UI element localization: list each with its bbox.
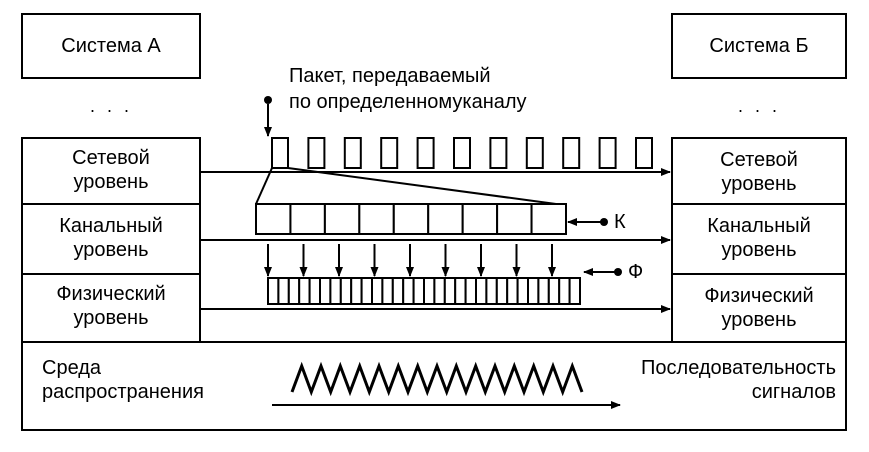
bit-cell: [547, 277, 561, 305]
bit-cell: [537, 277, 550, 305]
frame-cell: [427, 203, 464, 235]
packet-expand-left: [255, 167, 273, 205]
signal-wave: [290, 361, 584, 397]
frame-cell: [358, 203, 395, 235]
bit-cell: [423, 277, 436, 305]
packet-caption-line1: Пакет, передаваемый: [289, 65, 491, 87]
packet-cell: [562, 137, 581, 169]
bit-cell: [308, 277, 322, 305]
frame-cell: [255, 203, 292, 235]
right-datalink-line2: уровень: [721, 239, 797, 261]
left-network-line2: уровень: [73, 171, 149, 193]
medium-box: [21, 341, 847, 431]
packet-cell: [343, 137, 362, 169]
packet-cell: [525, 137, 544, 169]
packet-cell: [271, 137, 289, 169]
packet-cell: [307, 137, 326, 169]
bit-cell: [506, 277, 519, 305]
packet-cell: [416, 137, 435, 169]
left-datalink-line2: уровень: [73, 239, 149, 261]
signal-label-line1: Последовательность: [641, 357, 836, 379]
right-datalink-line1: Канальный: [707, 215, 811, 237]
packet-cell: [453, 137, 471, 169]
bit-cell: [475, 277, 488, 305]
bit-cell: [485, 277, 498, 305]
left-physical-line1: Физический: [56, 283, 166, 305]
bit-cell: [516, 277, 529, 305]
bit-cell: [464, 277, 478, 305]
packet-expand-right: [287, 167, 557, 205]
bit-cell: [267, 277, 280, 305]
packet-cell: [635, 137, 653, 169]
bit-cell: [568, 277, 581, 305]
medium-label-line1: Среда: [42, 357, 102, 379]
signal-label-line2: сигналов: [751, 381, 836, 403]
right-physical-line2: уровень: [721, 309, 797, 331]
frame-cell: [496, 203, 533, 235]
frame-cell: [461, 203, 499, 235]
k-marker-dot: [600, 218, 608, 226]
f-marker-label: Ф: [628, 261, 644, 283]
bit-cell: [402, 277, 415, 305]
left-network-line1: Сетевой: [72, 147, 150, 169]
k-marker-label: К: [614, 211, 626, 233]
system-a-title: Система А: [61, 35, 161, 57]
bit-cell: [454, 277, 467, 305]
frame-cell: [323, 203, 361, 235]
bit-cell: [381, 277, 394, 305]
bit-cell: [298, 277, 311, 305]
frame-cell: [530, 203, 567, 235]
medium-label-line2: распространения: [42, 381, 204, 403]
packet-caption-line2: по определенномуканалу: [289, 91, 527, 113]
system-b-box: [671, 13, 847, 79]
right-network-line2: уровень: [721, 173, 797, 195]
bit-cell: [371, 277, 384, 305]
bit-cell: [339, 277, 353, 305]
bit-cell: [443, 277, 457, 305]
packet-pointer-dot: [264, 96, 272, 104]
packet-cells: [271, 137, 653, 169]
packet-cell: [380, 137, 399, 169]
bit-cells: [267, 277, 581, 305]
bit-cell: [319, 277, 332, 305]
bit-cell: [433, 277, 446, 305]
system-a-ellipsis: · · ·: [89, 100, 133, 120]
bit-cell: [527, 277, 540, 305]
bit-cell: [277, 277, 290, 305]
left-datalink-line1: Канальный: [59, 215, 163, 237]
right-network-line1: Сетевой: [720, 149, 798, 171]
bit-arrows: [264, 244, 556, 277]
bit-cell: [329, 277, 342, 305]
system-b-title: Система Б: [709, 35, 809, 57]
frame-cells: [255, 203, 567, 235]
system-a-box: [21, 13, 201, 79]
packet-cell: [489, 137, 508, 169]
bit-cell: [412, 277, 426, 305]
bit-cell: [350, 277, 363, 305]
f-marker-dot: [614, 268, 622, 276]
packet-cell: [598, 137, 617, 169]
left-physical-line2: уровень: [73, 307, 149, 329]
bit-cell: [391, 277, 405, 305]
bit-cell: [558, 277, 571, 305]
bit-cell: [495, 277, 509, 305]
bit-cell: [287, 277, 301, 305]
right-physical-line1: Физический: [704, 285, 814, 307]
frame-cell: [289, 203, 326, 235]
frame-cell: [392, 203, 430, 235]
bit-cell: [360, 277, 374, 305]
system-b-ellipsis: · · ·: [737, 100, 781, 120]
